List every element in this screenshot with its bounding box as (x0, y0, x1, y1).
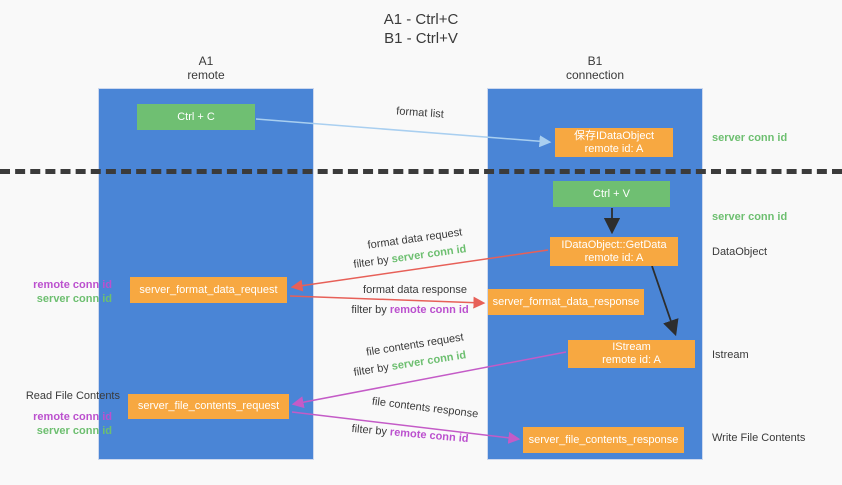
filter-by-text: filter by (351, 422, 391, 439)
node-ctrl-v: Ctrl + V (553, 181, 670, 207)
label-server-conn-id-mid: server conn id (712, 211, 788, 223)
node-istream-line1: IStream (612, 341, 651, 353)
node-ctrl-c-label: Ctrl + C (177, 110, 215, 123)
title-line-b1: B1 - Ctrl+V (384, 30, 458, 47)
filter-by-text: filter by (352, 360, 393, 379)
label-remote-conn-id-file: remote conn id (33, 411, 112, 423)
node-server-file-contents-request: server_file_contents_request (128, 394, 289, 419)
label-write-file-contents: Write File Contents (712, 432, 806, 444)
label-filter-by-remote-conn-id-file: filter by remote conn id (330, 421, 491, 448)
label-server-conn-id-top: server conn id (712, 132, 788, 144)
label-dataobject: DataObject (712, 246, 768, 258)
lane-a1-name: A1 (198, 54, 214, 68)
label-filter-by-remote-conn-id-format: filter by remote conn id (330, 304, 490, 317)
node-server-format-data-request: server_format_data_request (130, 277, 287, 303)
node-save-idataobject: 保存IDataObject remote id: A (555, 128, 673, 157)
node-istream: IStream remote id: A (568, 340, 695, 368)
node-server-file-contents-request-label: server_file_contents_request (137, 400, 280, 412)
node-ctrl-c: Ctrl + C (137, 104, 255, 130)
node-server-format-data-response: server_format_data_response (488, 289, 644, 315)
node-server-format-data-request-label: server_format_data_request (139, 283, 278, 296)
label-server-conn-id-file: server conn id (36, 425, 112, 437)
label-remote-conn-id-format: remote conn id (33, 279, 112, 291)
filter-by-text: filter by (351, 304, 390, 316)
diagram-title: A1 - Ctrl+C B1 - Ctrl+V (0, 10, 842, 48)
label-server-conn-id-format: server conn id (36, 293, 112, 305)
node-server-format-data-response-label: server_format_data_response (492, 295, 640, 308)
remote-conn-id-text: remote conn id (389, 426, 470, 446)
node-idataobject-getdata-line2: remote id: A (584, 251, 644, 264)
arrow-format-data-response (289, 295, 486, 309)
label-format-data-response: format data response (363, 284, 467, 296)
node-server-file-contents-response-label: server_file_contents_response (528, 433, 679, 446)
label-istream: Istream (712, 349, 749, 361)
label-read-file-contents: Read File Contents (25, 390, 120, 402)
lane-b1-name: B1 (587, 54, 603, 68)
node-save-idataobject-line2: remote id: A (584, 142, 644, 155)
lane-header-b1: B1 connection (487, 54, 703, 82)
label-file-contents-response: file contents response (371, 395, 479, 421)
lane-a1-subtitle: remote (187, 68, 225, 82)
title-line-a1: A1 - Ctrl+C (383, 11, 459, 28)
remote-conn-id-text: remote conn id (389, 304, 469, 316)
phase-separator-dashed-line (0, 169, 842, 174)
node-istream-line2: remote id: A (602, 354, 661, 366)
node-idataobject-getdata: IDataObject::GetData remote id: A (550, 237, 678, 266)
node-save-idataobject-line1: 保存IDataObject (573, 129, 655, 142)
lane-header-a1: A1 remote (98, 54, 314, 82)
node-server-file-contents-response: server_file_contents_response (523, 427, 684, 453)
node-ctrl-v-label: Ctrl + V (593, 187, 630, 200)
filter-by-text: filter by (352, 253, 393, 271)
lane-b1-subtitle: connection (565, 68, 625, 82)
node-idataobject-getdata-line1: IDataObject::GetData (561, 238, 667, 251)
label-format-list: format list (395, 105, 445, 121)
